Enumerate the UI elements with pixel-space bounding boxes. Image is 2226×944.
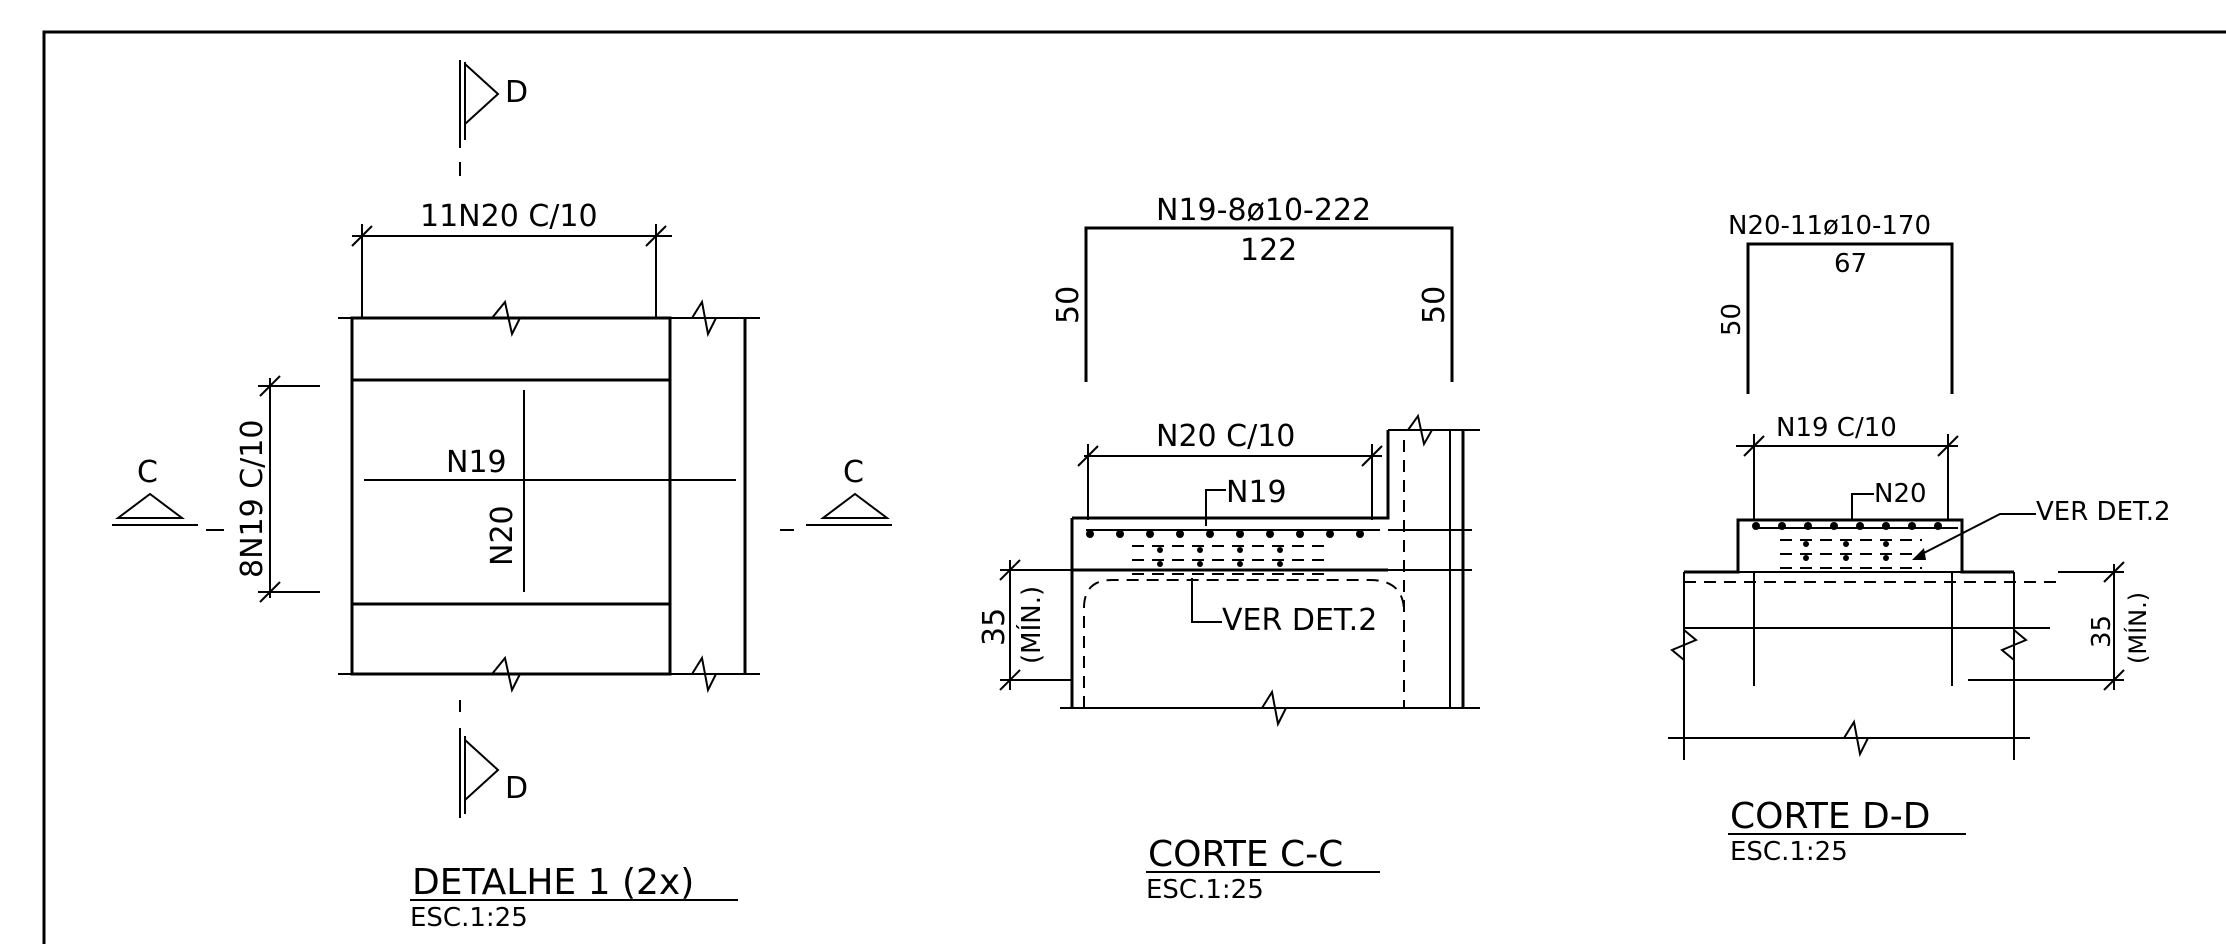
leg-n20: 50 xyxy=(1717,303,1747,336)
section-marker-d-bottom: D xyxy=(459,700,528,818)
spacing-dim-n19: N19 C/10 xyxy=(1776,413,1897,443)
top-bars-dd xyxy=(1752,522,1958,530)
section-d-label-bottom: D xyxy=(505,771,528,806)
leg-right-n19: 50 xyxy=(1417,286,1452,324)
dimension-11n20-text: 11N20 C/10 xyxy=(420,199,598,234)
detail-panel xyxy=(350,316,672,676)
top-bars-cc xyxy=(1086,529,1380,538)
label-n19-detail: N19 xyxy=(446,445,507,480)
min-dim-cc: 35 xyxy=(977,608,1012,646)
dimension-8n19: 8N19 C/10 xyxy=(235,375,320,603)
label-n20-dd: N20 xyxy=(1874,479,1927,509)
bar-length-n19: 122 xyxy=(1240,233,1297,268)
mesh-dd xyxy=(1780,539,1922,569)
label-n20-detail: N20 xyxy=(485,505,520,566)
dimension-11n20: 11N20 C/10 xyxy=(351,199,672,318)
leg-left-n19: 50 xyxy=(1051,286,1086,324)
corte-cc: N19-8ø10-222 122 50 50 N20 C/10 xyxy=(977,193,1480,905)
section-c-label-right: C xyxy=(843,455,864,490)
ver-det-dd: VER DET.2 xyxy=(2036,497,2171,527)
detail1-scale: ESC.1:25 xyxy=(410,903,528,933)
dimension-8n19-text: 8N19 C/10 xyxy=(235,420,270,578)
min-dim-dd: 35 xyxy=(2087,615,2117,648)
min-note-dd: (MÍN.) xyxy=(2123,592,2152,664)
label-n19-cc: N19 xyxy=(1226,475,1287,510)
sheet-border xyxy=(42,30,2226,944)
detail1-title: DETALHE 1 (2x) xyxy=(412,862,694,903)
bar-spec-n20: N20-11ø10-170 xyxy=(1728,211,1931,241)
spacing-dim-n20: N20 C/10 xyxy=(1156,419,1295,454)
section-marker-c-left: C xyxy=(112,455,224,531)
section-marker-d-top: D xyxy=(459,60,528,176)
corte-cc-title: CORTE C-C xyxy=(1148,834,1343,875)
detalhe-1: D D C C 11N20 C xyxy=(112,60,892,933)
min-note-cc: (MÍN.) xyxy=(1015,586,1047,664)
corte-dd-title: CORTE D-D xyxy=(1730,796,1930,837)
section-c-label-left: C xyxy=(137,455,158,490)
bar-shape-n19 xyxy=(1084,226,1454,382)
bar-spec-n19: N19-8ø10-222 xyxy=(1156,193,1371,228)
corte-dd-scale: ESC.1:25 xyxy=(1730,837,1848,867)
corte-cc-scale: ESC.1:25 xyxy=(1146,875,1264,905)
bar-length-n20: 67 xyxy=(1834,249,1867,279)
bar-shape-n20 xyxy=(1746,242,1954,394)
corte-dd: N20-11ø10-170 67 50 N19 C/10 xyxy=(1668,211,2171,867)
section-d-label-top: D xyxy=(505,75,528,110)
mesh-cc xyxy=(1132,545,1332,575)
section-marker-c-right: C xyxy=(780,455,892,531)
ver-det-cc: VER DET.2 xyxy=(1222,603,1377,638)
